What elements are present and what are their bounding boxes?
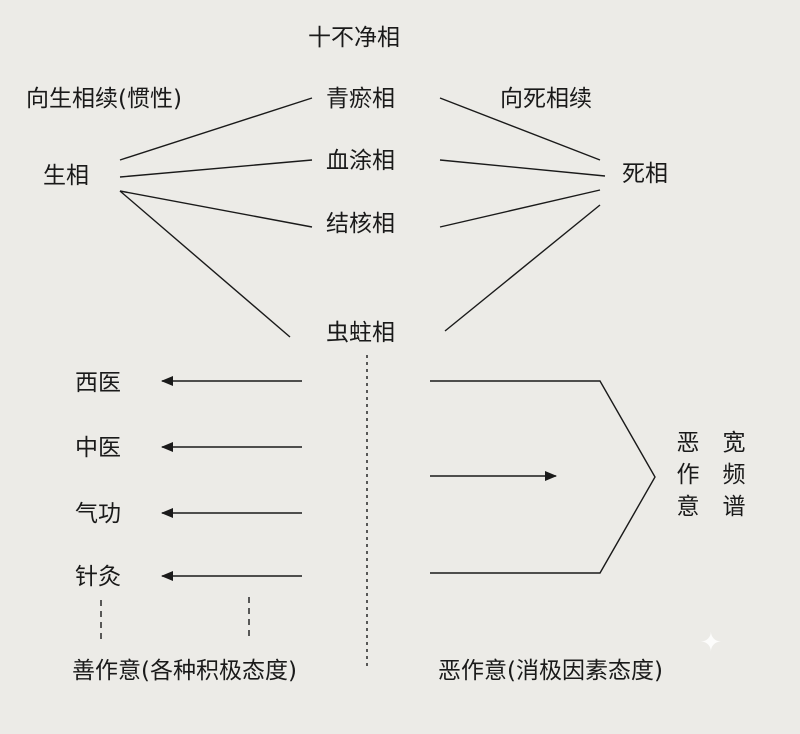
line-qingyu-death <box>439 97 601 161</box>
node-xuetu: 血涂相 <box>326 148 395 174</box>
right-bracket <box>430 380 656 574</box>
node-zhongyi: 中医 <box>75 435 121 461</box>
vertical-label-bad-intention: 恶作意 <box>676 430 700 520</box>
label-to-death: 向死相续 <box>500 86 592 112</box>
diagram-title: 十不净相 <box>308 25 400 51</box>
line-xuetu-death <box>439 159 606 177</box>
line-life-jiehe <box>119 190 313 228</box>
node-death: 死相 <box>622 161 668 187</box>
caption-negative-attitude: 恶作意(消极因素态度) <box>438 658 663 684</box>
node-zhenjiu: 针灸 <box>75 564 121 590</box>
line-life-qingyu <box>119 97 313 161</box>
vertical-label-broadband: 宽频谱 <box>722 430 746 520</box>
sparkle-icon: ✦ <box>700 628 722 658</box>
node-jiehe: 结核相 <box>326 211 395 237</box>
line-chongzhu-death <box>444 204 601 332</box>
line-life-chongzhu <box>119 190 291 338</box>
caption-positive-attitude: 善作意(各种积极态度) <box>72 658 297 684</box>
label-to-life: 向生相续(惯性) <box>26 86 182 112</box>
node-life: 生相 <box>43 163 89 189</box>
line-jiehe-death <box>439 189 601 228</box>
node-qigong: 气功 <box>75 501 121 527</box>
node-qingyu: 青瘀相 <box>326 86 395 112</box>
line-life-xuetu <box>119 159 313 178</box>
node-chongzhu: 虫蛀相 <box>326 320 395 346</box>
node-xiyi: 西医 <box>75 370 121 396</box>
